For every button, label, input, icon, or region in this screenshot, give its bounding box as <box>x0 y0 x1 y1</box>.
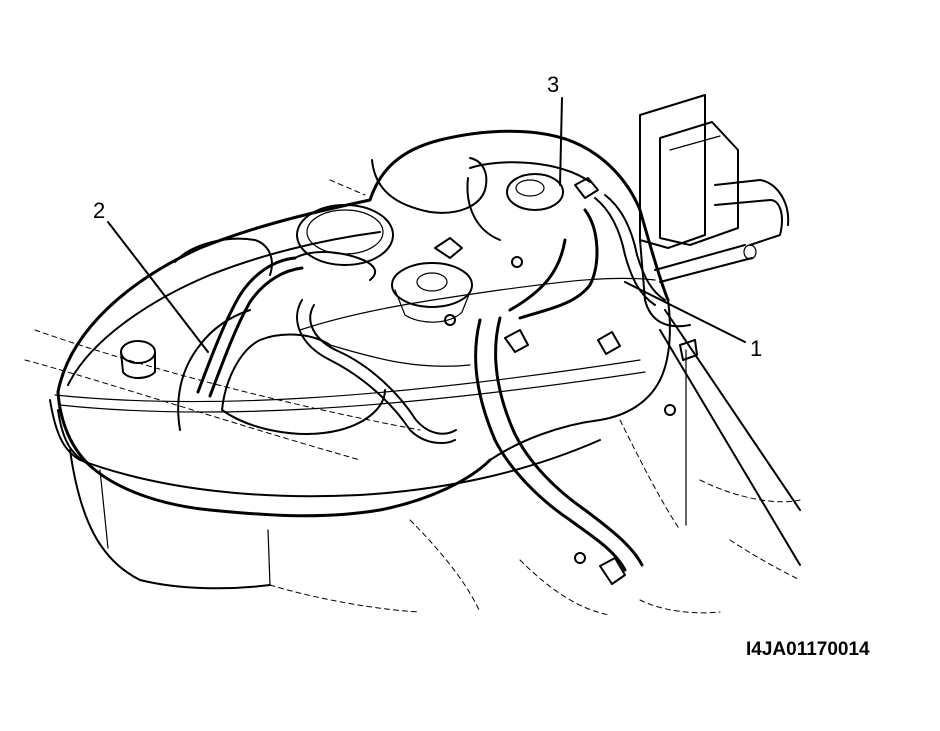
fuel-tank-body <box>56 129 671 590</box>
fuel-pump-assembly <box>391 173 564 323</box>
tank-strap <box>49 359 646 498</box>
filler-neck <box>120 340 156 379</box>
callout-leaders <box>107 97 746 353</box>
vehicle-body-outline <box>24 179 801 616</box>
callout-label-3: 3 <box>547 72 559 97</box>
sender-unit <box>296 204 394 266</box>
fuel-hose <box>466 161 666 572</box>
figure-code: I4JA01170014 <box>746 639 870 660</box>
callout-label-2: 2 <box>93 198 105 223</box>
hose-clamps <box>434 177 698 585</box>
breather-hose <box>196 251 457 444</box>
callout-label-1: 1 <box>750 336 762 361</box>
filler-pipe-assembly <box>639 94 801 566</box>
